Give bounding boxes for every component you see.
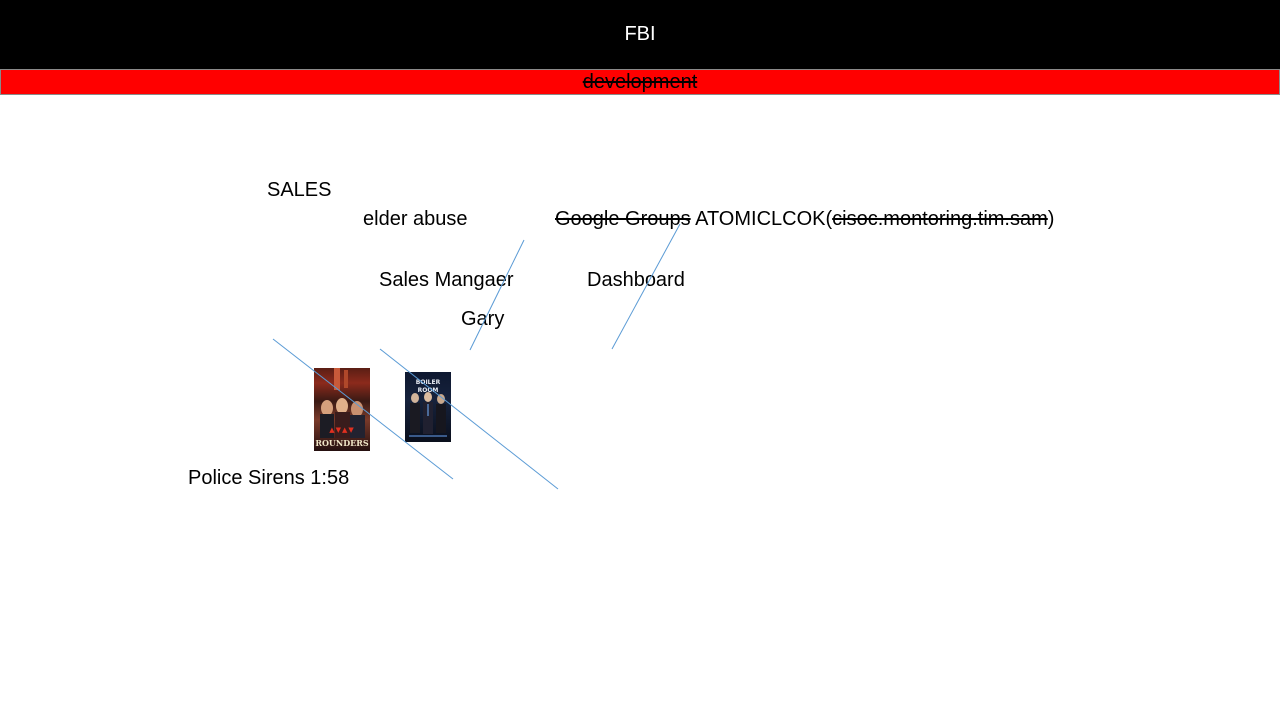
sales-manager-label: Sales Mangaer xyxy=(379,269,514,291)
atomic-label: ATOMICLCOK xyxy=(690,208,826,230)
sales-label: SALES xyxy=(267,179,332,201)
title-bar: FBI xyxy=(0,0,1280,69)
rounders-poster-image: ▲▼▲▼ ROUNDERS xyxy=(314,368,370,451)
dashboard-label: Dashboard xyxy=(587,269,685,291)
rounders-rating-strip: ▲▼▲▼ xyxy=(329,426,355,434)
connector-line xyxy=(469,239,525,351)
boiler-room-poster-image: BOILER ROOM xyxy=(405,372,451,442)
police-sirens-label: Police Sirens 1:58 xyxy=(188,467,350,489)
gary-label: Gary xyxy=(461,308,505,330)
rounders-caption: ROUNDERS xyxy=(315,438,369,448)
page-title: FBI xyxy=(624,23,656,45)
paren-open: ( xyxy=(825,208,833,230)
boiler-room-poster-art xyxy=(409,392,447,437)
subtitle-bar: development xyxy=(0,69,1280,95)
elder-abuse-label: elder abuse xyxy=(363,208,468,230)
google-groups-line: Google Groups ATOMICLCOK(cisoc.montoring… xyxy=(555,207,1054,231)
subtitle-text: development xyxy=(582,71,698,93)
paren-close: ) xyxy=(1047,208,1055,230)
cisoc-label: cisoc.montoring.tim.sam xyxy=(832,208,1048,230)
google-groups-label: Google Groups xyxy=(555,208,691,230)
